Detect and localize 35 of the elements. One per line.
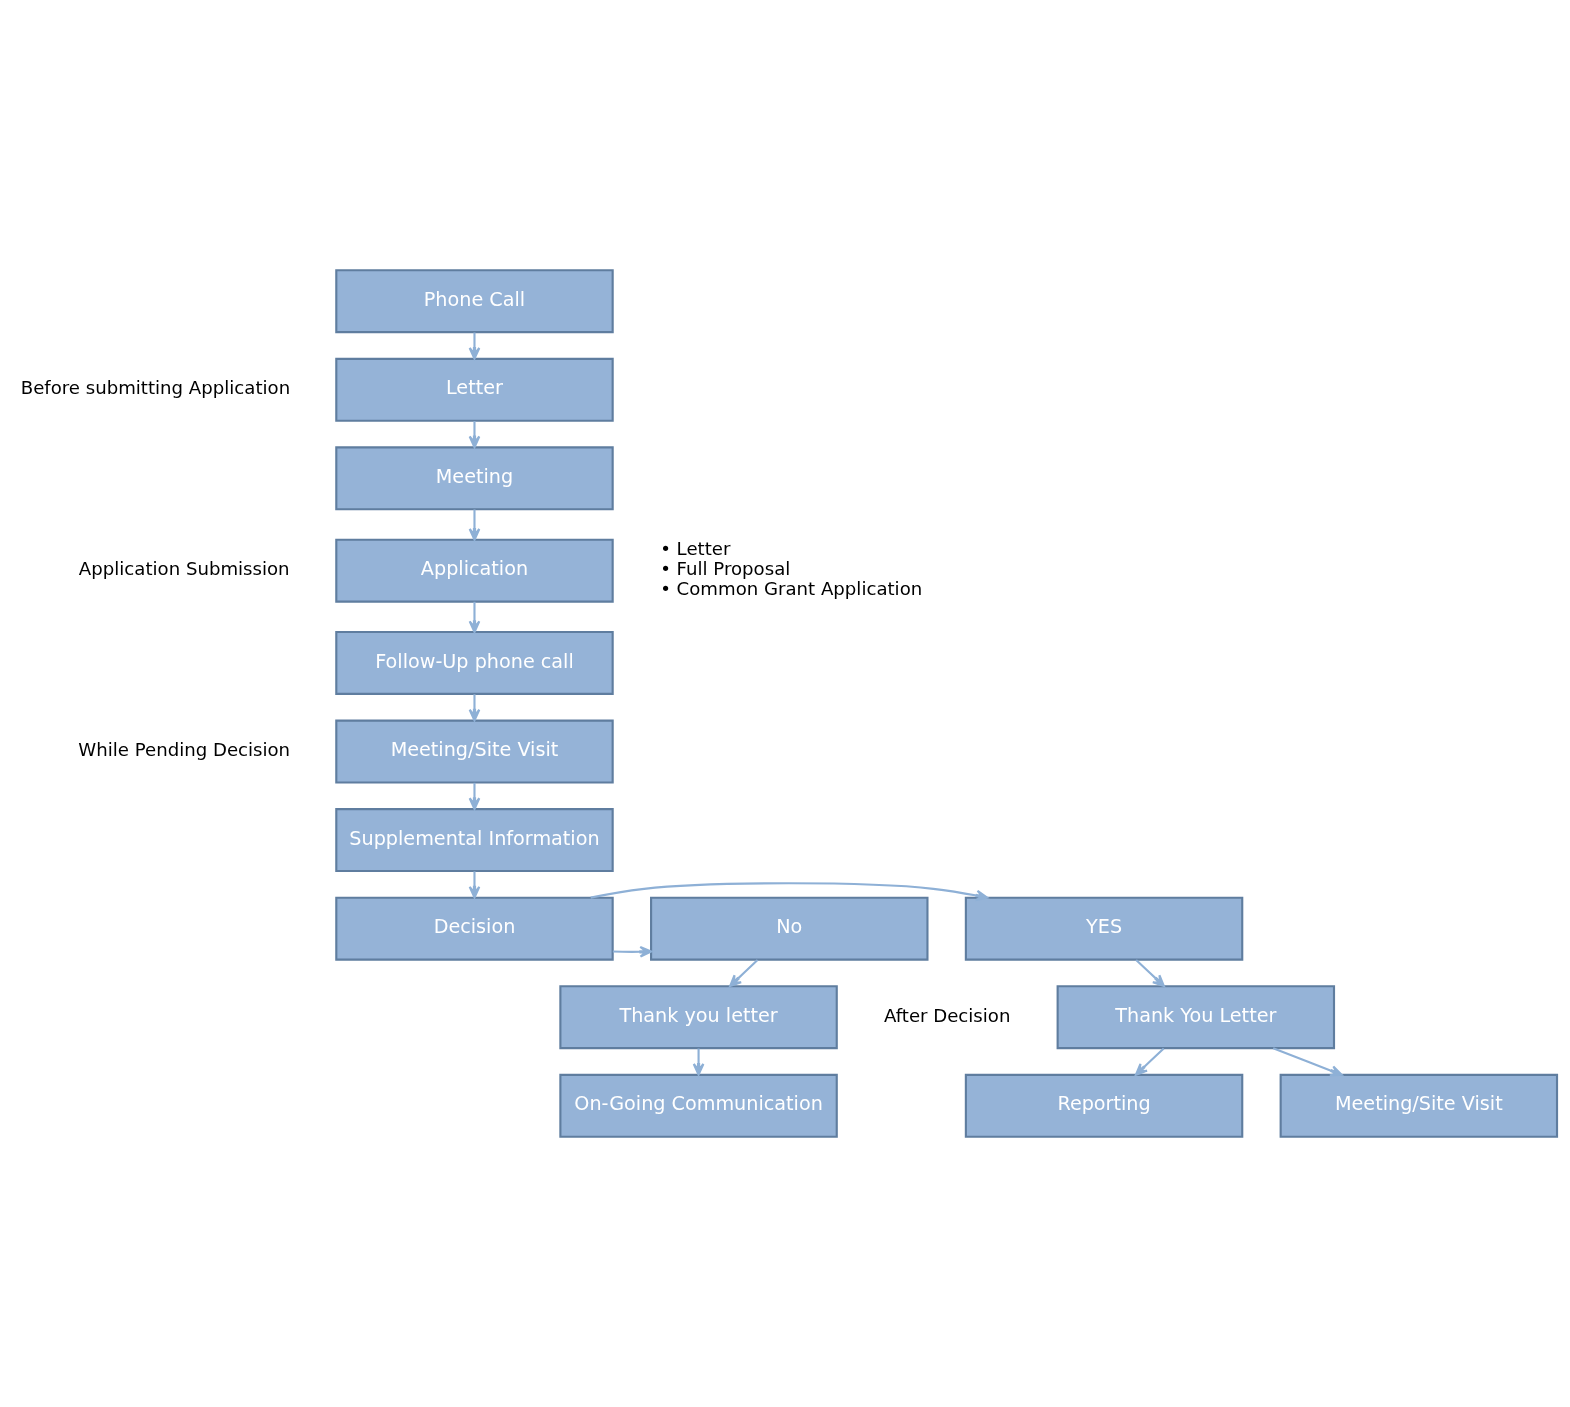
label: While Pending Decision [78,738,291,760]
label: Application Submission [78,558,290,580]
node-box: Thank You Letter [1056,985,1336,1050]
label: • Full Proposal [660,558,791,580]
node-box: Thank you letter [559,985,838,1050]
node-box: No [650,896,929,961]
arrow [468,421,481,449]
arrow [729,959,759,988]
node-box: Meeting/Site Visit [335,719,614,784]
arrow [468,332,481,360]
node-box: Application [335,538,614,603]
node-box: Reporting [964,1073,1244,1138]
node-box: Follow-Up phone call [335,630,614,695]
node-box: Meeting [335,446,614,511]
arrow [468,509,481,541]
label: • Letter [660,537,731,559]
label: After Decision [883,1004,1011,1026]
node-box: YES [964,896,1244,961]
label: Before submitting Application [20,377,291,399]
node-box: Letter [335,357,614,422]
arrow [468,694,481,722]
arrow [1134,1047,1165,1076]
arrow [612,945,653,958]
arrow [1272,1047,1343,1077]
node-box: Meeting/Site Visit [1279,1073,1559,1138]
node-box: Phone Call [335,269,614,334]
arrow [468,782,481,810]
node-box: Decision [335,896,614,961]
arrow [468,601,481,634]
node-box: On-Going Communication [559,1073,838,1138]
arrow [1135,959,1165,988]
node-box: Supplemental Information [335,808,614,873]
arrow [590,882,989,902]
arrow [468,871,481,899]
label: • Common Grant Application [660,578,923,600]
